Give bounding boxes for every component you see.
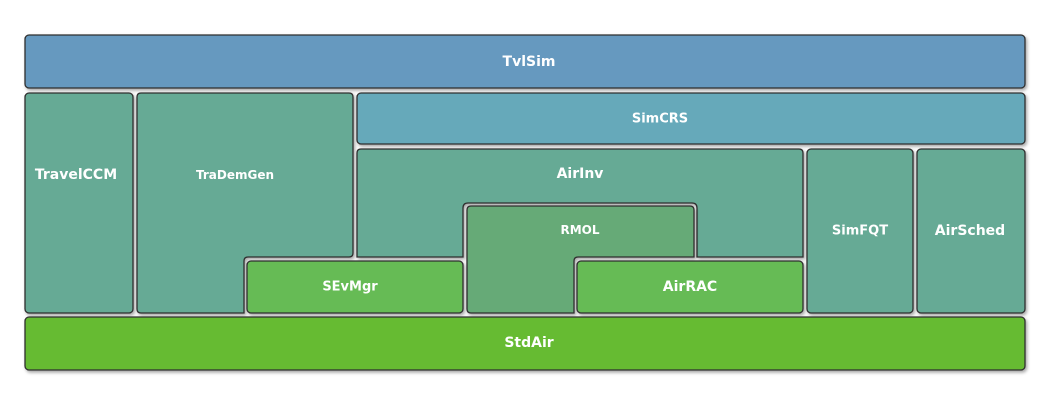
module-simfqt: SimFQT bbox=[806, 148, 914, 314]
module-airinv-box bbox=[356, 148, 804, 258]
module-travelccm-label: TravelCCM bbox=[35, 167, 117, 183]
module-stdair-box bbox=[24, 316, 1026, 371]
module-trademgen-box bbox=[136, 92, 354, 314]
module-airsched-box bbox=[916, 148, 1026, 314]
module-tvlsim: TvlSim bbox=[24, 34, 1026, 89]
module-stdair-label: StdAir bbox=[504, 335, 553, 351]
module-airinv: AirInv bbox=[356, 148, 804, 258]
module-travelccm-box bbox=[24, 92, 134, 314]
module-simcrs-label: SimCRS bbox=[632, 112, 688, 127]
module-airrac-label: AirRAC bbox=[663, 279, 717, 295]
module-airinv-label: AirInv bbox=[557, 166, 604, 182]
module-stdair: StdAir bbox=[24, 316, 1026, 371]
module-airsched-label: AirSched bbox=[935, 223, 1005, 239]
module-tvlsim-label: TvlSim bbox=[503, 54, 556, 70]
module-simcrs-box bbox=[356, 92, 1026, 145]
module-simfqt-box bbox=[806, 148, 914, 314]
module-rmol: RMOL bbox=[466, 205, 695, 314]
module-tvlsim-box bbox=[24, 34, 1026, 89]
module-airrac: AirRAC bbox=[576, 260, 804, 314]
module-sevmgr: SEvMgr bbox=[246, 260, 464, 314]
module-trademgen-label: TraDemGen bbox=[196, 168, 274, 182]
module-rmol-box bbox=[466, 205, 695, 314]
module-simfqt-label: SimFQT bbox=[832, 224, 888, 239]
module-airrac-box bbox=[576, 260, 804, 314]
module-travelccm: TravelCCM bbox=[24, 92, 134, 314]
module-airsched: AirSched bbox=[916, 148, 1026, 314]
module-sevmgr-label: SEvMgr bbox=[322, 280, 378, 295]
module-trademgen: TraDemGen bbox=[136, 92, 354, 314]
module-sevmgr-box bbox=[246, 260, 464, 314]
module-rmol-label: RMOL bbox=[560, 223, 599, 237]
module-simcrs: SimCRS bbox=[356, 92, 1026, 145]
